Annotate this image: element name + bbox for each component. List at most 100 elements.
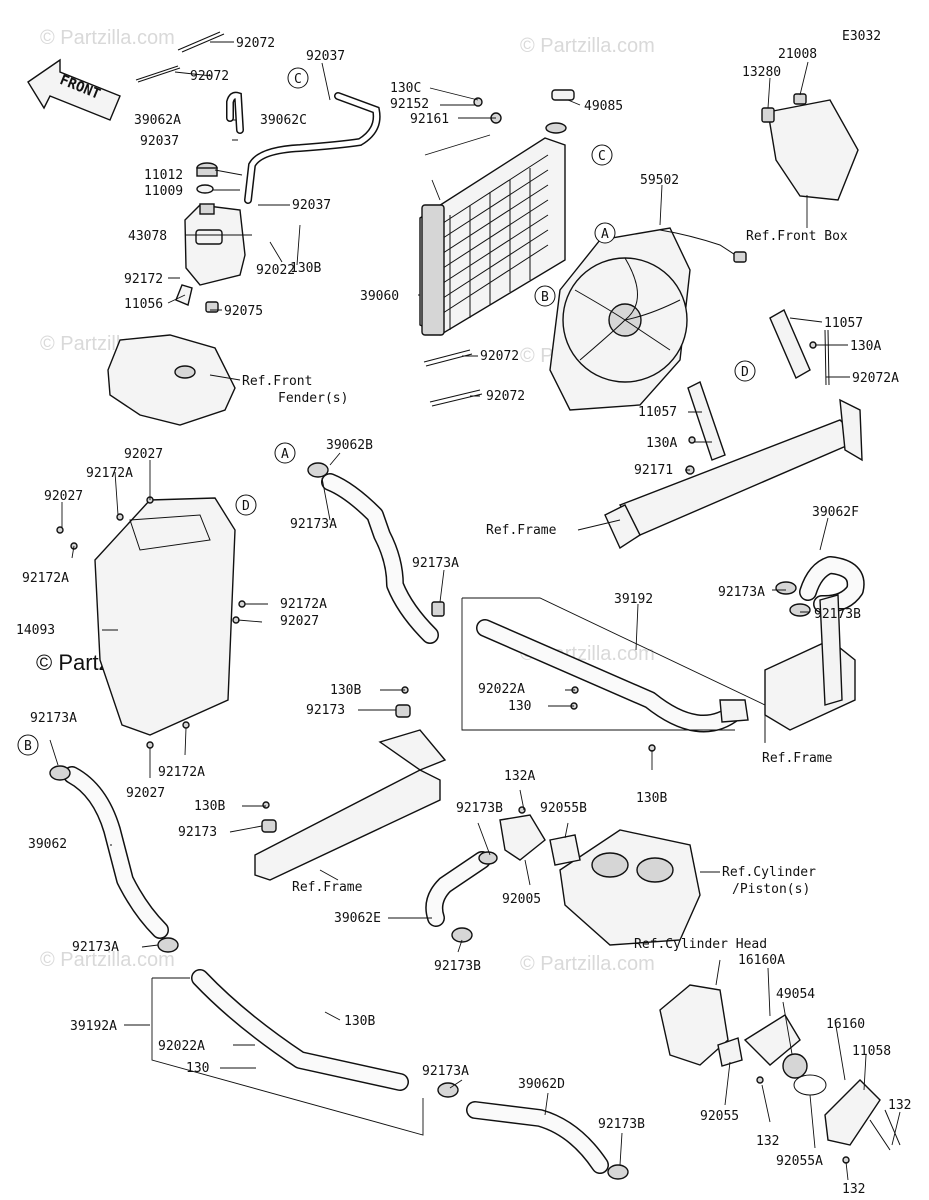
part-label: 132	[842, 1182, 865, 1197]
radiator-cap-icon	[545, 122, 567, 134]
callout-a: A	[601, 227, 609, 242]
upper-frame-group	[604, 309, 863, 550]
hose-clamp-icon	[157, 937, 179, 953]
clamp-92173-icon	[261, 819, 277, 833]
part-label: 92027	[124, 447, 163, 462]
part-label: 130	[186, 1061, 209, 1076]
bracket-11057-icon	[687, 381, 726, 461]
part-label: Ref.Frame	[486, 523, 557, 538]
callout-b: B	[24, 739, 32, 754]
cable-tie-icon	[177, 31, 221, 51]
part-label: 11056	[124, 297, 163, 312]
part-label: 92173B	[456, 801, 503, 816]
part-label: Ref.Cylinder	[722, 865, 816, 880]
part-label: 11012	[144, 168, 183, 183]
part-label: 11057	[638, 405, 677, 420]
part-label: 11009	[144, 184, 183, 199]
part-label: 92172A	[280, 597, 327, 612]
hose-clamp-icon	[478, 851, 498, 865]
part-label: 92172	[124, 272, 163, 287]
fan-assembly-group	[549, 227, 747, 411]
part-label: 92037	[292, 198, 331, 213]
cable-tie-icon	[429, 389, 483, 407]
part-label: 92173A	[422, 1064, 469, 1079]
diagram-code: E3032	[842, 29, 881, 44]
bolt-icon	[869, 1109, 901, 1151]
part-label: 43078	[128, 229, 167, 244]
lower-frame-group	[570, 594, 856, 752]
part-label: 39062A	[134, 113, 181, 128]
gasket-icon	[717, 1037, 743, 1067]
part-label: 92173	[178, 825, 217, 840]
part-label: 130A	[646, 436, 677, 451]
part-label: Ref.Front	[242, 374, 312, 389]
hose-clamp-icon	[789, 603, 811, 617]
callout-c: C	[598, 149, 606, 164]
gasket-icon	[549, 834, 581, 866]
part-label: 49085	[584, 99, 623, 114]
cylinder-head-icon	[659, 984, 729, 1066]
bolt-icon	[756, 1076, 764, 1084]
part-label: 11057	[824, 316, 863, 331]
hose-clamp-icon	[49, 765, 71, 781]
part-label: 39062E	[334, 911, 381, 926]
front-box-group	[761, 93, 859, 201]
relay-icon	[761, 107, 775, 123]
part-label: Ref.Front Box	[746, 229, 848, 244]
part-label: 92027	[44, 489, 83, 504]
water-pipe-icon	[824, 1079, 881, 1146]
part-label: 92055A	[776, 1154, 823, 1169]
cable-tie-icon	[135, 65, 179, 81]
part-label: 92022A	[158, 1039, 205, 1054]
leader-lines	[49, 41, 901, 1181]
clamps-group	[49, 462, 811, 1180]
part-labels: 92072 92072 92037 39062A 92037 39062C 11…	[16, 36, 911, 1197]
hose-clamp-icon	[607, 1164, 629, 1180]
part-label: 92072	[480, 349, 519, 364]
part-label: Ref.Cylinder Head	[634, 937, 767, 952]
part-label: 92072A	[852, 371, 899, 386]
part-label: 132	[756, 1134, 779, 1149]
bolt-icon	[688, 436, 696, 444]
shroud-group	[56, 496, 246, 749]
part-label: 130B	[344, 1014, 375, 1029]
part-label: 39192	[614, 592, 653, 607]
hose-clamp-icon	[451, 927, 473, 943]
part-label: 92171	[634, 463, 673, 478]
part-label: 92055	[700, 1109, 739, 1124]
part-label: 92173B	[598, 1117, 645, 1132]
part-label: 92173A	[72, 940, 119, 955]
part-label: 132A	[504, 769, 535, 784]
part-label: 130	[508, 699, 531, 714]
callout-circles: C C A B D A D B	[17, 67, 756, 756]
part-label: 39062C	[260, 113, 307, 128]
bolt-icon	[518, 806, 526, 814]
rivet-icon	[146, 741, 154, 749]
part-label: 92027	[126, 786, 165, 801]
part-label: 92173A	[30, 711, 77, 726]
thermostat-fitting-icon	[499, 814, 546, 861]
front-direction-arrow-icon: FRONT	[27, 58, 121, 121]
part-label: 132	[888, 1098, 911, 1113]
cylinder-icon	[559, 829, 701, 946]
part-label: 130B	[330, 683, 361, 698]
part-label: 130C	[390, 81, 421, 96]
cylinder-group	[499, 806, 701, 946]
cable-tie-icon	[423, 349, 473, 367]
bolt-icon	[238, 600, 246, 608]
part-label: 21008	[778, 47, 817, 62]
pipe-fitting-icon	[719, 699, 749, 723]
part-label: 130B	[194, 799, 225, 814]
callout-c: C	[294, 72, 302, 87]
part-label: 92172A	[86, 466, 133, 481]
radiator-shroud-icon	[94, 497, 236, 736]
fuse-icon	[793, 93, 807, 105]
part-label: 92037	[140, 134, 179, 149]
part-label: 92173	[306, 703, 345, 718]
part-label: 92072	[486, 389, 525, 404]
part-label: 49054	[776, 987, 815, 1002]
part-label: 92173B	[434, 959, 481, 974]
clamp-92173-icon	[395, 704, 411, 718]
radiator-group	[419, 89, 575, 407]
cylinder-head-group	[659, 984, 901, 1164]
